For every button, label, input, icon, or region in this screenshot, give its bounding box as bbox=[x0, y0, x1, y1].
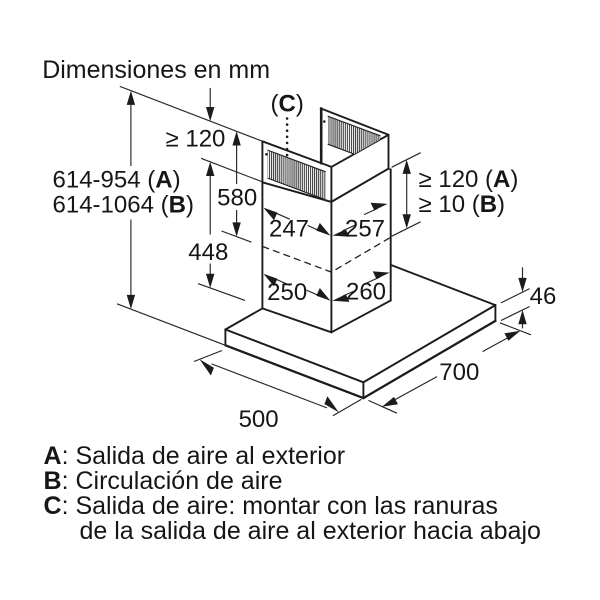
canopy bbox=[224, 263, 497, 400]
width-extension-left bbox=[193, 349, 223, 363]
telescopic-joint-dashed-line bbox=[262, 236, 392, 273]
depth-extension-right bbox=[499, 322, 532, 336]
dim-right-clearance bbox=[402, 159, 411, 229]
canopy-top-back-right-edge bbox=[389, 263, 497, 307]
flue-sleeve-rim-left bbox=[261, 181, 333, 203]
flue-base-right-edge bbox=[330, 299, 392, 334]
canopy-bottom-extension-left bbox=[116, 303, 226, 346]
dim-canopy-depth bbox=[382, 330, 521, 407]
vent-slots-back-band bbox=[327, 116, 381, 155]
dimension-lines bbox=[126, 87, 527, 413]
dim-label-duct-bottom-left: 250 bbox=[267, 279, 307, 306]
callout-c-label: (C) bbox=[271, 91, 304, 118]
ceiling-reference-line bbox=[119, 85, 263, 142]
callout-c-dotted-leader bbox=[285, 117, 289, 157]
dim-duct-widths bbox=[263, 202, 390, 302]
dim-label-canopy-thickness: 46 bbox=[530, 283, 557, 310]
canopy-top-extension-right bbox=[500, 288, 530, 304]
dim-label-duct-bottom-right: 260 bbox=[346, 279, 386, 306]
rim-extension-right bbox=[391, 152, 421, 168]
flue-sleeve-rim-right bbox=[330, 167, 390, 203]
width-extension-front bbox=[332, 398, 362, 417]
dim-label-total-height-a: 614-954 (A) bbox=[53, 166, 181, 193]
canopy-top-front-left-edge bbox=[224, 328, 365, 384]
dim-label-total-height-b: 614-1064 (B) bbox=[53, 191, 194, 218]
flue-duct bbox=[261, 107, 392, 334]
dim-label-ceiling-clearance: ≥ 120 bbox=[166, 126, 226, 153]
dim-flue-lower bbox=[206, 161, 215, 288]
dim-label-right-clearance-a: ≥ 120 (A) bbox=[419, 166, 519, 193]
canopy-top-front-right-edge bbox=[362, 304, 497, 384]
legend-item-c-continuation: de la salida de aire al exterior hacia a… bbox=[80, 517, 541, 545]
dim-label-duct-top-left: 247 bbox=[269, 215, 309, 242]
legend-item-b: B: Circulación de aire bbox=[44, 467, 283, 495]
flue-top-front-edge bbox=[261, 140, 333, 168]
vent-slots-back-band-borders bbox=[327, 115, 381, 155]
vent-slots bbox=[265, 115, 381, 201]
dim-total-height bbox=[126, 90, 136, 310]
page-title: Dimensiones en mm bbox=[42, 56, 270, 84]
rim-extension-left bbox=[200, 157, 263, 183]
flue-base-extension-left bbox=[197, 283, 246, 301]
dim-flue-upper bbox=[232, 131, 241, 237]
legend-item-a: A: Salida de aire al exterior bbox=[44, 442, 346, 470]
dashed-joint-extension-right bbox=[391, 221, 421, 237]
dashed-joint-extension-left bbox=[221, 230, 252, 243]
screw-dot-back bbox=[323, 120, 326, 123]
dim-label-flue-upper: 580 bbox=[217, 185, 257, 212]
dim-label-right-clearance-b: ≥ 10 (B) bbox=[419, 191, 506, 218]
flue-base-left-edge bbox=[261, 307, 333, 334]
vent-slots-front-band bbox=[267, 150, 326, 200]
canopy-top-back-left-edge bbox=[224, 307, 264, 331]
canopy-bottom-front-right-edge bbox=[362, 319, 497, 400]
canopy-bottom-extension-right bbox=[500, 305, 530, 322]
dim-canopy-width bbox=[199, 359, 339, 413]
dim-label-flue-lower: 448 bbox=[188, 239, 228, 266]
canopy-bottom-front-left-edge bbox=[224, 344, 365, 400]
legend-item-c: C: Salida de aire: montar con las ranura… bbox=[44, 492, 498, 520]
flue-back-wall-top-edge bbox=[319, 107, 390, 136]
dim-label-canopy-width: 500 bbox=[239, 406, 279, 433]
dim-label-canopy-depth: 700 bbox=[439, 359, 479, 386]
depth-extension-front bbox=[368, 399, 398, 414]
dim-ceiling-clearance bbox=[206, 87, 215, 122]
dim-canopy-thickness bbox=[518, 267, 527, 329]
legend: A: Salida de aire al exterior B: Circula… bbox=[44, 442, 541, 545]
extension-lines bbox=[116, 85, 532, 417]
screw-dot-front bbox=[265, 153, 268, 156]
vent-slots-front-band-borders bbox=[267, 149, 326, 201]
dim-label-duct-top-right: 257 bbox=[345, 215, 385, 242]
